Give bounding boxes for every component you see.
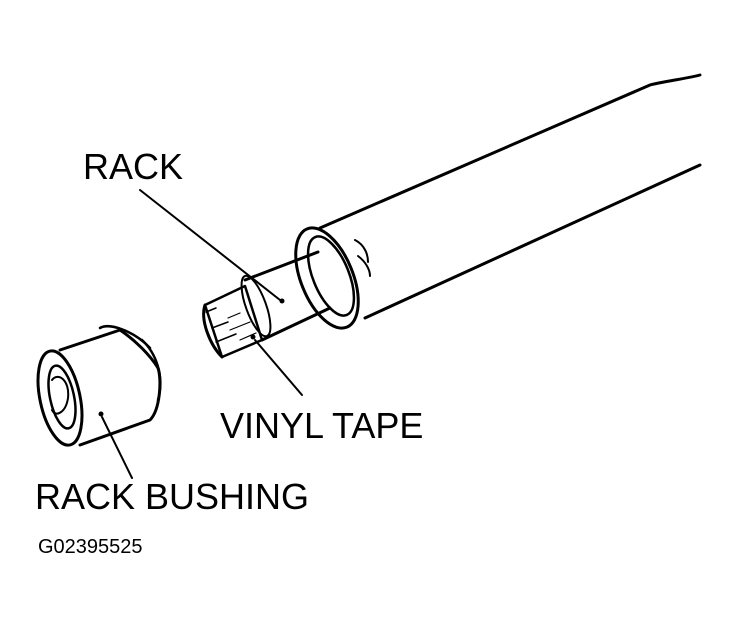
gear-housing	[318, 73, 702, 320]
rack-shaft	[240, 250, 332, 342]
leader-rack	[139, 189, 281, 301]
leader-vinyl-tape	[254, 339, 303, 396]
leader-rack-bushing	[101, 416, 133, 479]
vinyl-tape-label: VINYL TAPE	[220, 405, 424, 446]
leader-lines	[101, 189, 303, 479]
rack-label: RACK	[83, 146, 184, 187]
rack-bushing-part	[36, 325, 162, 447]
figure-code: G02395525	[38, 536, 143, 558]
leader-dots	[98, 298, 285, 417]
housing-flange	[294, 226, 360, 330]
vinyl-tape-end	[202, 284, 264, 359]
rack-bushing-label: RACK BUSHING	[35, 476, 310, 517]
